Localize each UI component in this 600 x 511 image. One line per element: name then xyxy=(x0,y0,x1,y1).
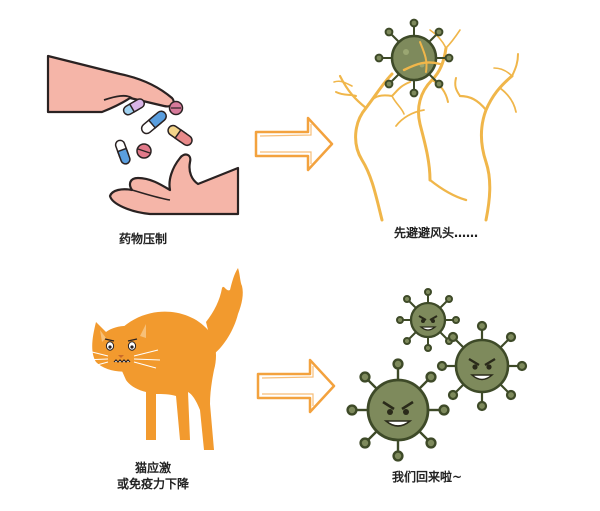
lower-hand xyxy=(108,153,240,216)
caption-drug-pressure: 药物压制 xyxy=(118,232,167,246)
caption-lie-low: 先避避风头…… xyxy=(393,226,478,240)
arrow-right-icon xyxy=(254,116,334,172)
arched-cat-icon xyxy=(81,268,243,450)
angry-virus xyxy=(396,288,460,352)
nerve-fiber xyxy=(354,72,394,222)
pill xyxy=(140,110,167,135)
pill xyxy=(122,98,146,116)
upper-hand xyxy=(46,54,175,114)
caption-cat-stress: 猫应激 xyxy=(134,461,171,475)
nerve-fiber xyxy=(480,74,514,222)
cat-tail xyxy=(206,268,243,354)
angry-virus xyxy=(436,320,528,412)
arrow-right-icon xyxy=(256,358,336,414)
cat-head xyxy=(92,316,151,372)
nerve-fiber xyxy=(417,46,448,182)
pill xyxy=(167,124,193,147)
angry-viruses-icon xyxy=(346,288,528,462)
nerve-virus-icon xyxy=(333,29,519,222)
virus-icon xyxy=(374,18,454,98)
angry-virus xyxy=(346,358,450,462)
cat-mouth xyxy=(113,359,131,363)
caption-virus-return: 我们回来啦~ xyxy=(391,470,463,484)
pill xyxy=(114,139,131,165)
hands-pills-icon xyxy=(46,54,240,216)
caption-immunity-drop: 或免疫力下降 xyxy=(116,477,189,491)
